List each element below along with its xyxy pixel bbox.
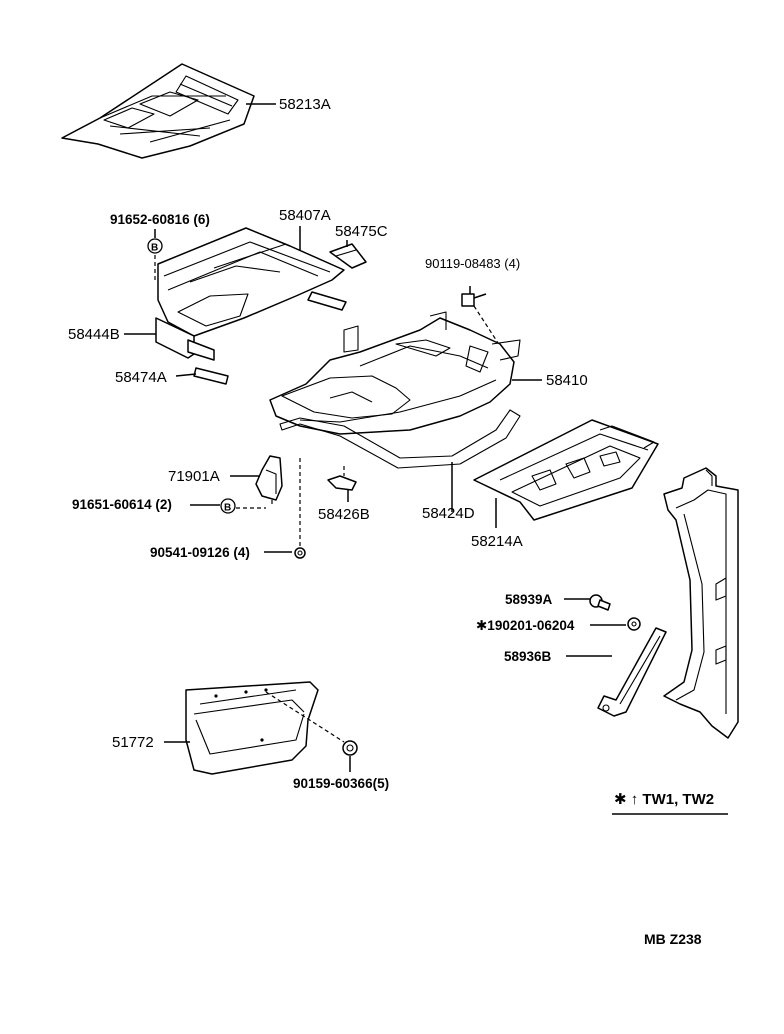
part-58407A-drawing <box>155 227 347 361</box>
label-90119: 90119-08483 (4) <box>425 256 520 271</box>
label-91652: 91652-60816 (6) <box>110 212 210 227</box>
label-58426B: 58426B <box>318 506 370 523</box>
dashed-leader-90119 <box>473 305 501 347</box>
bolt-90159-icon <box>342 740 358 756</box>
part-58214A-drawing <box>473 419 659 521</box>
label-58936B: 58936B <box>504 649 552 664</box>
label-58424D: 58424D <box>422 505 475 522</box>
part-58475C-drawing <box>329 243 367 269</box>
label-58407A: 58407A <box>279 207 331 224</box>
part-pillar-drawing <box>663 467 739 739</box>
b-bolt-marker-2 <box>220 498 236 514</box>
part-58213A-drawing <box>61 63 255 159</box>
part-71901A-drawing <box>255 455 283 501</box>
label-91651: 91651-60614 (2) <box>72 497 172 512</box>
leader-58474A <box>175 373 197 377</box>
label-58410: 58410 <box>546 372 588 389</box>
washer-190201-icon <box>627 617 641 631</box>
part-58936B-drawing <box>597 627 667 717</box>
part-51772-drawing <box>185 681 319 775</box>
part-58410-drawing <box>269 311 521 435</box>
label-58213A: 58213A <box>279 96 331 113</box>
label-58474A: 58474A <box>115 369 167 386</box>
label-58939A: 58939A <box>505 592 553 607</box>
label-90159: 90159-60366(5) <box>293 776 389 791</box>
label-58444B: 58444B <box>68 326 120 343</box>
nut-90541-icon <box>294 547 306 559</box>
part-58424D-drawing <box>279 409 521 469</box>
b-marker-letter-2: B <box>224 503 231 514</box>
bolt-90119-icon <box>461 286 487 307</box>
applicability-note: ✱ ↑ TW1, TW2 <box>614 791 714 808</box>
label-90541: 90541-09126 (4) <box>150 545 250 560</box>
b-marker-letter-1: B <box>151 243 158 254</box>
label-71901A: 71901A <box>168 468 220 485</box>
label-51772: 51772 <box>112 734 154 751</box>
label-190201: ✱190201-06204 <box>476 618 575 633</box>
bolt-58939A-icon <box>589 594 611 611</box>
label-58214A: 58214A <box>471 533 523 550</box>
part-58475C-edge <box>335 249 357 257</box>
dashed-leader-51772 <box>265 691 345 743</box>
b-bolt-marker <box>147 238 163 254</box>
part-58474A-drawing <box>193 367 229 385</box>
part-58426B-drawing <box>327 475 357 491</box>
diagram-code: MB Z238 <box>644 931 702 947</box>
label-58475C: 58475C <box>335 223 388 240</box>
